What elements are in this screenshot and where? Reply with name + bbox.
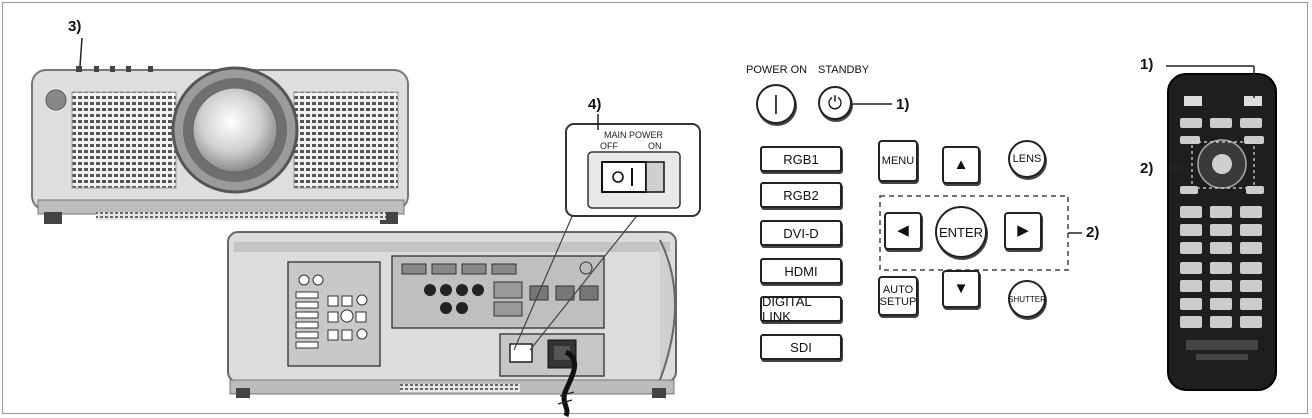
up-arrow-button[interactable]: ▲ <box>942 146 980 184</box>
arrow-up-icon: ▲ <box>953 156 969 173</box>
callout-3-label: 3) <box>68 18 82 35</box>
main-power-off: OFF <box>600 141 618 151</box>
auto-setup-button[interactable]: AUTO SETUP <box>878 276 918 316</box>
standby-button[interactable]: ⏻ <box>818 86 852 120</box>
menu-button[interactable]: MENU <box>878 140 918 182</box>
callout-line-3 <box>79 37 83 67</box>
standby-caption: STANDBY <box>818 64 870 76</box>
callout-2-panel-label: 2) <box>1086 224 1100 241</box>
projector-rear-view <box>227 231 677 418</box>
dvi-d-button[interactable]: DVI-D <box>760 220 842 246</box>
left-arrow-button[interactable]: ◀ <box>884 212 922 250</box>
rgb2-button[interactable]: RGB2 <box>760 182 842 208</box>
power-on-caption: POWER ON <box>746 64 808 76</box>
power-on-icon: | <box>773 92 779 115</box>
enter-button[interactable]: ENTER <box>935 206 987 258</box>
arrow-right-icon: ▶ <box>1017 222 1029 239</box>
power-on-button[interactable]: | <box>756 84 796 124</box>
main-power-on: ON <box>648 141 662 151</box>
callout-1-remote-label: 1) <box>1140 56 1154 73</box>
power-standby-icon: ⏻ <box>827 92 843 113</box>
digital-link-button[interactable]: DIGITAL LINK <box>760 294 842 324</box>
down-arrow-button[interactable]: ▼ <box>942 270 980 308</box>
callout-2-remote-label: 2) <box>1140 160 1154 177</box>
hdmi-button[interactable]: HDMI <box>760 258 842 284</box>
lens-button[interactable]: LENS <box>1008 140 1046 178</box>
callout-4-label: 4) <box>588 96 602 113</box>
arrow-left-icon: ◀ <box>897 222 909 239</box>
shutter-button[interactable]: SHUTTER <box>1008 280 1046 318</box>
main-power-zoom <box>513 123 701 351</box>
sdi-button[interactable]: SDI <box>760 334 842 360</box>
rgb1-button[interactable]: RGB1 <box>760 146 842 172</box>
callout-1-panel-label: 1) <box>896 96 910 113</box>
main-power-title: MAIN POWER <box>604 130 664 140</box>
right-arrow-button[interactable]: ▶ <box>1004 212 1042 250</box>
arrow-down-icon: ▼ <box>953 280 969 297</box>
remote-control <box>1167 73 1277 391</box>
projector-front-view <box>31 66 409 224</box>
